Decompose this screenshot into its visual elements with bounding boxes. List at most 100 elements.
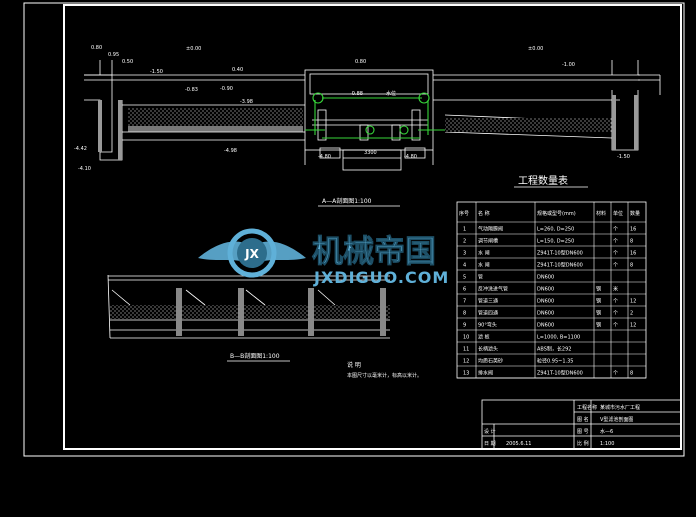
table-cell: 个 bbox=[613, 323, 618, 329]
table-header-cell: 名 称 bbox=[478, 210, 490, 217]
elevation-label: -4.98 bbox=[224, 148, 237, 154]
notes-text: 本图尺寸以毫米计，标高以米计。 bbox=[347, 372, 422, 379]
table-header-cell: 序号 bbox=[459, 210, 469, 217]
table-cell: 钢 bbox=[596, 310, 601, 317]
elevation-label: -4.80 bbox=[404, 154, 417, 160]
table-cell: 8 bbox=[630, 239, 633, 245]
table-cell: Z941T-10型DN600 bbox=[537, 250, 583, 257]
table-cell: 长柄滤头 bbox=[478, 346, 498, 353]
project-label: 工程名称 bbox=[577, 404, 597, 411]
section-aa-labels: 0.80 0.95 0.50 ±0.00 -1.50 -0.83 -0.90 0… bbox=[74, 45, 630, 207]
left-wing-icon bbox=[198, 241, 250, 262]
table-header-cell: 数量 bbox=[630, 210, 640, 217]
water-level-label: 水位 bbox=[386, 90, 396, 97]
elevation-label: -0.83 bbox=[185, 87, 198, 93]
elevation-label: -1.00 bbox=[562, 62, 575, 68]
project-value: 某城市污水厂工程 bbox=[600, 404, 640, 411]
watermark: JX 机械帝国 JXDIGUO.COM bbox=[198, 228, 449, 287]
table-cell: 8 bbox=[630, 371, 633, 377]
table-cell: 个 bbox=[613, 371, 618, 377]
table-cell: 2 bbox=[630, 311, 633, 317]
table-header-cell: 规格或型号(mm) bbox=[537, 210, 576, 217]
table-header-cell: 单位 bbox=[613, 210, 623, 217]
drawing-name-value: V型滤池剖面图 bbox=[600, 416, 633, 423]
table-cell: 4 bbox=[463, 263, 466, 269]
elevation-label: -3.98 bbox=[240, 99, 253, 105]
section-aa-green-pipes bbox=[305, 92, 445, 139]
date-value: 2005.6.11 bbox=[506, 441, 531, 447]
table-cell: DN600 bbox=[537, 299, 554, 305]
watermark-cn-text: 机械帝国 bbox=[312, 234, 436, 270]
table-cell: 10 bbox=[463, 335, 469, 341]
dimension-label: 3300 bbox=[364, 150, 377, 156]
table-header-cell: 材料 bbox=[596, 210, 606, 217]
table-cell: 粒径0.95~1.35 bbox=[537, 358, 573, 365]
table-cell: 个 bbox=[613, 227, 618, 233]
table-cell: 6 bbox=[463, 287, 466, 293]
section-bb-labels: B—B剖面图1:100 说 明 本图尺寸以毫米计，标高以米计。 bbox=[227, 352, 422, 379]
watermark-en-text: JXDIGUO.COM bbox=[313, 268, 449, 287]
table-cell: 管道四通 bbox=[478, 310, 498, 317]
table-cell: 13 bbox=[463, 371, 469, 377]
table-cell: 11 bbox=[463, 347, 469, 353]
table-cell: 8 bbox=[463, 311, 466, 317]
table-cell: 钢 bbox=[596, 286, 601, 293]
table-cell: 水 闸 bbox=[478, 262, 490, 269]
drawing-name-label: 图 名 bbox=[577, 416, 589, 423]
date-label: 日 期 bbox=[484, 441, 496, 447]
outer-sheet-border bbox=[23, 2, 685, 457]
table-cell: 90°弯头 bbox=[478, 322, 497, 329]
logo-mark: JX bbox=[244, 247, 259, 261]
elevation-label: -4.42 bbox=[74, 146, 87, 152]
table-cell: L=260, D=250 bbox=[537, 227, 574, 233]
table-cell: 个 bbox=[613, 299, 618, 305]
drawing-number-label: 图 号 bbox=[577, 429, 589, 435]
section-aa-drawing bbox=[84, 60, 661, 171]
table-cell: Z941T-10型DN600 bbox=[537, 262, 583, 269]
elevation-label: 0.95 bbox=[108, 52, 119, 58]
title-block bbox=[481, 399, 682, 450]
table-cell: 16 bbox=[630, 227, 636, 233]
inner-frame-border bbox=[63, 4, 682, 450]
table-cell: 1 bbox=[463, 227, 466, 233]
design-label: 设 计 bbox=[484, 428, 496, 435]
elevation-label: ±0.00 bbox=[528, 46, 543, 52]
elevation-label: -0.90 bbox=[220, 86, 233, 92]
elevation-label: -0.88 bbox=[350, 91, 363, 97]
table-cell: 个 bbox=[613, 263, 618, 269]
elevation-label: 0.50 bbox=[122, 59, 133, 65]
table-cell: L=1000, B=1100 bbox=[537, 335, 580, 341]
table-cell: 8 bbox=[630, 263, 633, 269]
table-cell: 3 bbox=[463, 251, 466, 257]
section-aa-title: A—A剖面图1:100 bbox=[322, 197, 372, 205]
scale-value: 1:100 bbox=[600, 441, 614, 447]
table-cell: 12 bbox=[630, 323, 636, 329]
title-block-text: 工程名称 某城市污水厂工程 图 名 V型滤池剖面图 图 号 水—6 比 例 1:… bbox=[484, 404, 640, 447]
elevation-label: 0.80 bbox=[91, 45, 102, 51]
table-cell: 个 bbox=[613, 251, 618, 257]
table-cell: DN600 bbox=[537, 275, 554, 281]
elevation-label: -1.50 bbox=[617, 154, 630, 160]
table-cell: 16 bbox=[630, 251, 636, 257]
table-cell: DN600 bbox=[537, 311, 554, 317]
table-cell: 管 bbox=[478, 274, 483, 281]
table-cell: 2 bbox=[463, 239, 466, 245]
table-cell: 个 bbox=[613, 239, 618, 245]
table-cell: 反冲洗进气管 bbox=[478, 286, 508, 293]
table-cell: 个 bbox=[613, 311, 618, 317]
elevation-label: -4.10 bbox=[78, 166, 91, 172]
table-cell: Z941T-10型DN600 bbox=[537, 370, 583, 377]
quantity-table-title: 工程数量表 bbox=[518, 174, 568, 187]
quantity-table: 序号 名 称 规格或型号(mm) 材料单位数量 1 气动隔膜阀 L=260, D=250 个 1… bbox=[456, 201, 647, 379]
table-cell: DN600 bbox=[537, 287, 554, 293]
table-cell: 5 bbox=[463, 275, 466, 281]
table-cell: 气动隔膜阀 bbox=[478, 226, 503, 233]
table-cell: 排水阀 bbox=[478, 370, 493, 377]
table-cell: 7 bbox=[463, 299, 466, 305]
table-cell: 水 闸 bbox=[478, 250, 490, 257]
scale-label: 比 例 bbox=[577, 440, 589, 447]
right-wing-icon bbox=[254, 241, 306, 262]
table-cell: DN600 bbox=[537, 323, 554, 329]
